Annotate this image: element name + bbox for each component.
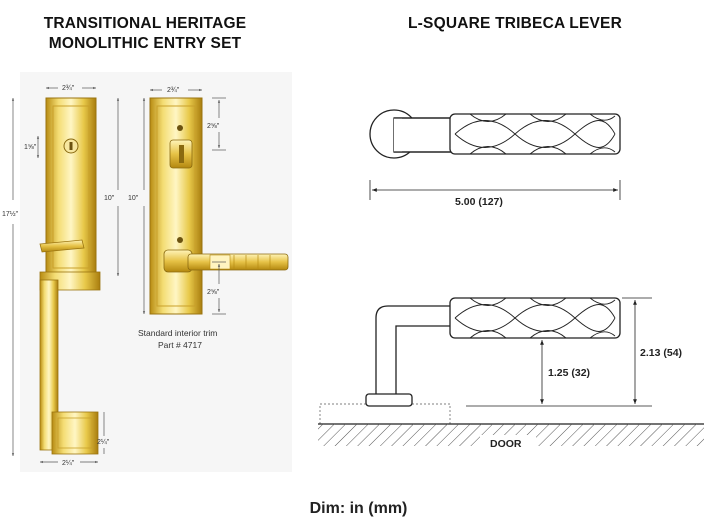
interior-lever bbox=[187, 253, 289, 271]
exterior-dim-lines bbox=[11, 86, 120, 464]
cylinder-dim-label: 1⅝" bbox=[24, 144, 37, 151]
interior-upper-label: 2⅝" bbox=[207, 123, 220, 130]
title-line-2: MONOLITHIC ENTRY SET bbox=[48, 35, 242, 52]
lever-neck bbox=[393, 117, 453, 153]
bottom-foot bbox=[51, 411, 99, 455]
door-label-bg bbox=[480, 435, 536, 451]
exterior-set-title: TRANSITIONAL HERITAGE MONOLITHIC ENTRY S… bbox=[20, 14, 270, 54]
exterior-top-width-label: 2¾" bbox=[62, 85, 75, 92]
lever-top-view bbox=[369, 109, 621, 159]
texture-pattern bbox=[454, 113, 616, 155]
bottom-height-label: 2¼" bbox=[97, 439, 110, 446]
plate-bevel bbox=[52, 105, 90, 269]
lever-side-view bbox=[319, 297, 621, 425]
clearance-label: 1.25 (32) bbox=[548, 367, 590, 379]
keyway-icon bbox=[69, 142, 73, 150]
lever-title: L-SQUARE TRIBECA LEVER bbox=[408, 15, 622, 32]
interior-width-label: 2¾" bbox=[167, 87, 180, 94]
length-dim bbox=[369, 180, 621, 200]
lever-handle-top bbox=[449, 113, 621, 155]
thumb-lever bbox=[39, 239, 85, 253]
lever-length-label: 5.00 (127) bbox=[455, 196, 503, 208]
interior-caption-line-1: Standard interior trim bbox=[138, 328, 217, 338]
interior-lower-label: 2⅝" bbox=[207, 289, 220, 296]
interior-bevel bbox=[156, 105, 196, 307]
units-footer: Dim: in (mm) bbox=[309, 500, 408, 517]
interior-height-label: 10" bbox=[128, 195, 139, 202]
lever-arm bbox=[375, 305, 453, 397]
overall-height-label: 17½" bbox=[2, 210, 19, 218]
exterior-plate-height-label: 10" bbox=[104, 195, 115, 202]
interior-caption-line-2: Part # 4717 bbox=[158, 340, 202, 350]
screw-icon-2 bbox=[177, 237, 183, 243]
door-label: DOOR bbox=[490, 438, 522, 450]
exterior-handleset bbox=[39, 97, 101, 455]
texture-pattern-side bbox=[454, 297, 616, 339]
foot-bevel bbox=[57, 417, 93, 449]
lever-knurl bbox=[233, 255, 271, 269]
grip-bar bbox=[39, 279, 59, 451]
interior-dim-lines bbox=[142, 88, 226, 315]
lever-handle-side bbox=[449, 297, 621, 339]
interior-plate bbox=[149, 97, 203, 315]
bottom-width-label: 2¼" bbox=[62, 460, 75, 467]
thumbturn-piece bbox=[179, 145, 184, 163]
screw-icon bbox=[177, 125, 183, 131]
interior-trim bbox=[149, 97, 289, 315]
side-dims bbox=[466, 297, 652, 407]
door-edge-outline bbox=[319, 403, 451, 425]
title-line-1: TRANSITIONAL HERITAGE bbox=[43, 15, 247, 32]
projection-label: 2.13 (54) bbox=[640, 347, 682, 359]
rose-base bbox=[365, 393, 413, 407]
